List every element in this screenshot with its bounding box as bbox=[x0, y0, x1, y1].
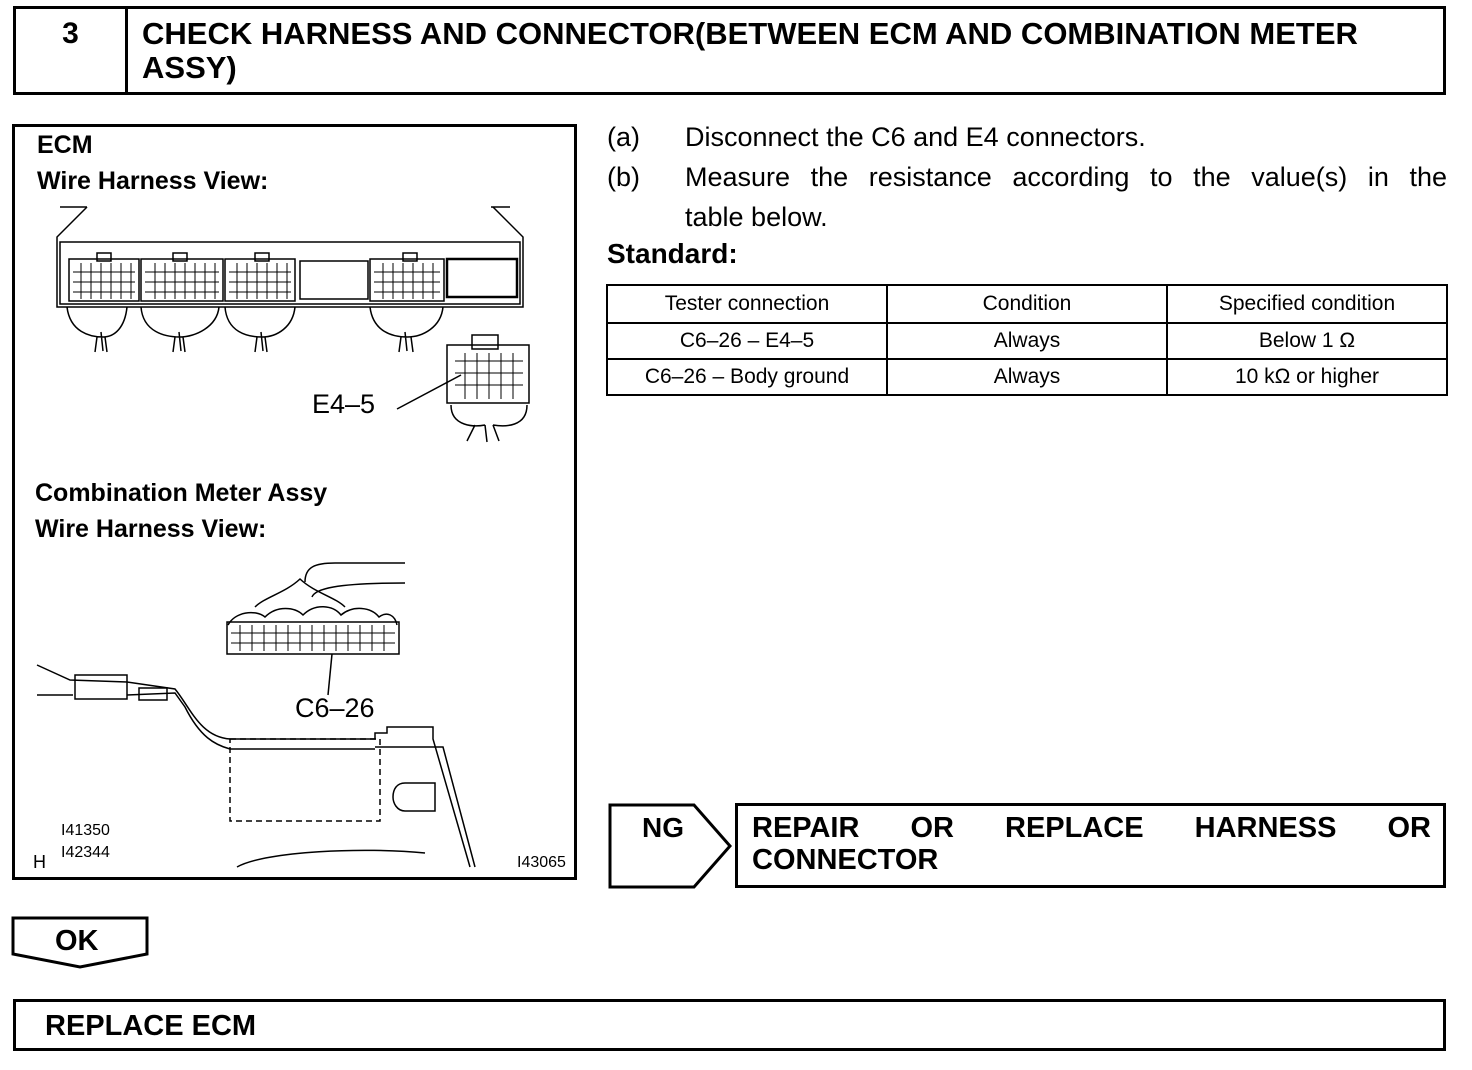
ng-action-text: REPAIR OR REPLACE HARNESS OR CONNECTOR bbox=[752, 812, 1431, 876]
step-number: 3 bbox=[16, 9, 128, 92]
connector-illustration: ECM Wire Harness View: E4–5 Combination … bbox=[12, 124, 577, 880]
ng-action-line1: REPAIR OR REPLACE HARNESS OR bbox=[752, 812, 1431, 844]
figure-code-1: I41350 bbox=[61, 822, 110, 839]
step-b-text-line1: Measure the resistance according to the … bbox=[685, 162, 1447, 192]
ok-label: OK bbox=[55, 925, 99, 957]
table-row: C6–26 – Body ground Always 10 kΩ or high… bbox=[606, 358, 1448, 396]
step-title: CHECK HARNESS AND CONNECTOR(BETWEEN ECM … bbox=[142, 16, 1358, 85]
figure-corner-letter: H bbox=[33, 852, 46, 872]
ecm-view-label: Wire Harness View: bbox=[37, 167, 269, 195]
step-header: 3 CHECK HARNESS AND CONNECTOR(BETWEEN EC… bbox=[13, 6, 1446, 95]
result-text: REPLACE ECM bbox=[45, 1010, 257, 1042]
table-header: Specified condition bbox=[1166, 284, 1448, 324]
meter-view-label: Wire Harness View: bbox=[35, 515, 267, 543]
ng-action-word: REPAIR bbox=[752, 812, 860, 844]
table-header: Condition bbox=[886, 284, 1168, 324]
table-cell: Always bbox=[886, 322, 1168, 360]
table-header: Tester connection bbox=[606, 284, 888, 324]
step-b: (b) Measure the resistance according to … bbox=[607, 157, 1447, 237]
table-cell: Always bbox=[886, 358, 1168, 396]
ng-action-box: REPAIR OR REPLACE HARNESS OR CONNECTOR bbox=[735, 803, 1446, 888]
meter-label: Combination Meter Assy bbox=[35, 479, 328, 507]
table-cell: 10 kΩ or higher bbox=[1166, 358, 1448, 396]
ng-action-line2: CONNECTOR bbox=[752, 844, 939, 876]
step-a-text: Disconnect the C6 and E4 connectors. bbox=[685, 122, 1146, 152]
step-b-marker: (b) bbox=[607, 162, 640, 192]
c6-pin-callout: C6–26 bbox=[295, 693, 375, 723]
ng-action-word: HARNESS bbox=[1194, 812, 1337, 844]
step-b-text-line2: table below. bbox=[685, 202, 828, 232]
ng-action-word: REPLACE bbox=[1005, 812, 1144, 844]
table-cell: C6–26 – Body ground bbox=[606, 358, 888, 396]
figure-code-3: I43065 bbox=[517, 854, 566, 871]
ok-arrow-icon bbox=[11, 916, 149, 969]
table-cell: C6–26 – E4–5 bbox=[606, 322, 888, 360]
table-header-row: Tester connection Condition Specified co… bbox=[606, 284, 1448, 324]
e4-pin-callout: E4–5 bbox=[312, 389, 376, 419]
step-a: (a) Disconnect the C6 and E4 connectors. bbox=[607, 117, 1447, 157]
ng-action-word: OR bbox=[1387, 812, 1432, 844]
ng-arrow-icon bbox=[608, 803, 732, 889]
ecm-label: ECM bbox=[37, 131, 93, 159]
table-row: C6–26 – E4–5 Always Below 1 Ω bbox=[606, 322, 1448, 360]
standard-label: Standard: bbox=[607, 238, 738, 269]
figure-code-2: I42344 bbox=[61, 844, 110, 861]
step-a-marker: (a) bbox=[607, 122, 640, 152]
ng-action-word: OR bbox=[910, 812, 954, 844]
ng-label: NG bbox=[642, 812, 684, 843]
standard-table: Tester connection Condition Specified co… bbox=[606, 284, 1448, 396]
table-cell: Below 1 Ω bbox=[1166, 322, 1448, 360]
result-box: REPLACE ECM bbox=[13, 999, 1446, 1051]
connector-drawing bbox=[36, 206, 530, 868]
